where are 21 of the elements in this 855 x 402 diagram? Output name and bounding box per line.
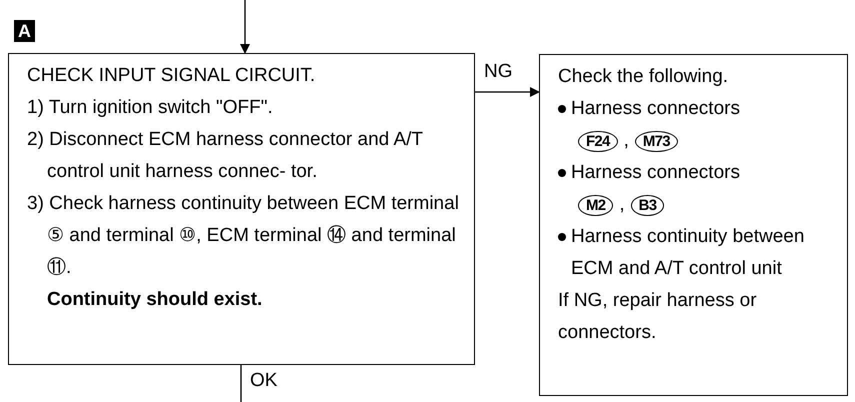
step-box <box>8 53 475 365</box>
check-item: Harness connectors <box>571 97 740 121</box>
comma: , <box>619 192 625 217</box>
box-text: 1) Turn ignition switch "OFF". <box>27 96 274 120</box>
arrow <box>475 87 540 97</box>
connector-badge: M2 <box>578 194 614 216</box>
check-item: Harness continuity between ECM and A/T control unit <box>571 225 806 281</box>
connector-badge: B3 <box>630 194 664 216</box>
step-text: 2) Disconnect ECM harness connector and A/T control unit harness connec- tor. <box>27 128 424 184</box>
expected-result: Continuity should exist. <box>46 288 264 312</box>
box-text: Check the following. <box>558 65 730 89</box>
box-text: CHECK INPUT SIGNAL CIRCUIT. <box>27 64 316 88</box>
connector-badge: F24 <box>578 130 618 152</box>
section-marker: A <box>14 20 35 42</box>
step-box <box>539 54 848 396</box>
check-item: Harness connectors <box>571 161 740 185</box>
comma: , <box>624 128 629 153</box>
box-text: If NG, repair harness or connectors. <box>558 289 758 345</box>
step-text: 3) Check harness continuity between ECM terminal ⑤ and terminal ⑩, ECM terminal ⑭ and terminal ⑪. <box>27 192 460 280</box>
connector-badge: M73 <box>634 130 678 152</box>
arrow <box>240 0 250 54</box>
